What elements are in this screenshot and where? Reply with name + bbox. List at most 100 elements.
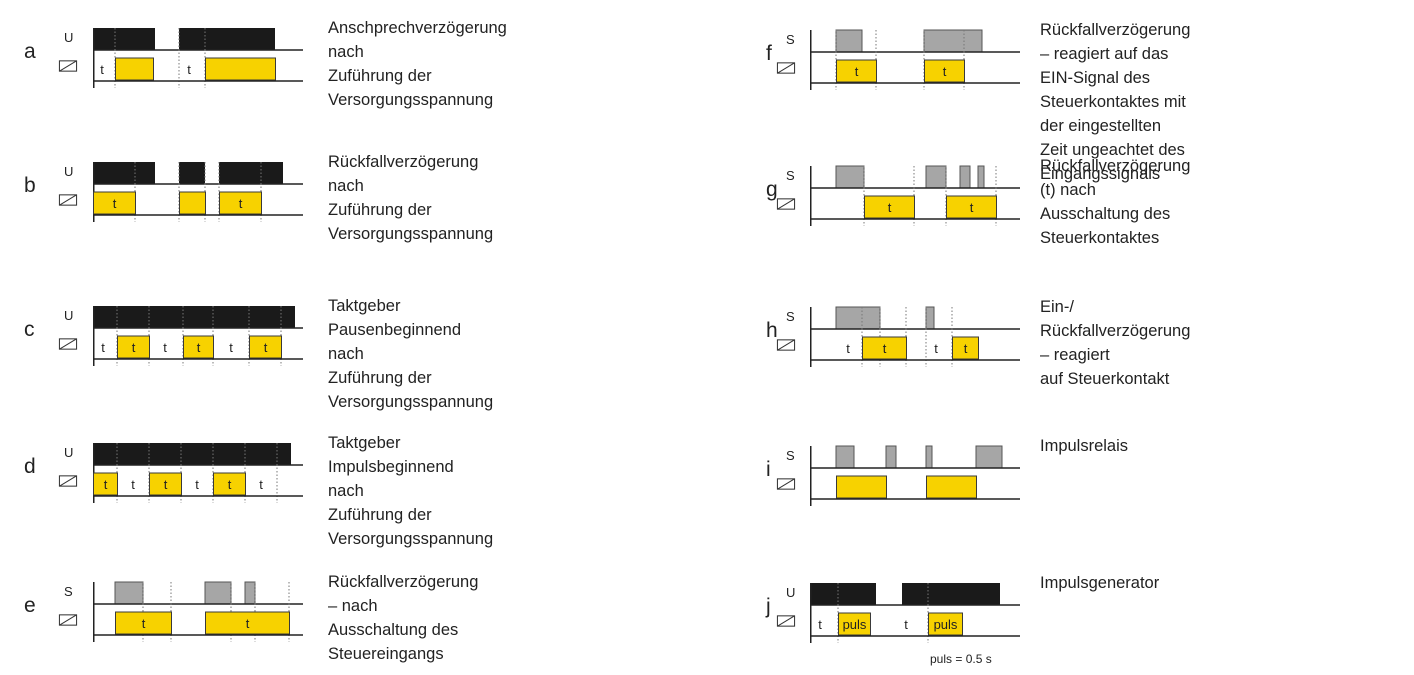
relay-output-pulse (928, 612, 963, 636)
relay-output-pulse (946, 195, 997, 219)
signal-label: S (786, 448, 795, 463)
function-description: Ein-/ Rückfallverzögerung – reagiert auf… (1040, 298, 1191, 388)
supply-voltage-pulse (219, 162, 283, 184)
control-signal-pulse (835, 29, 863, 53)
signal-label: U (64, 445, 74, 460)
delay-time-label: t (846, 341, 850, 356)
delay-time-label: t (904, 617, 908, 632)
timing-chart: puls puls t t (810, 583, 1020, 643)
delay-time-label: t (818, 617, 822, 632)
output-time-label: t (228, 477, 232, 492)
relay-output-pulse (838, 612, 871, 636)
delay-time-label: t (100, 62, 104, 77)
function-description: Impulsgenerator (1040, 574, 1160, 592)
output-time-label: t (104, 477, 108, 492)
output-time-label: t (964, 341, 968, 356)
delay-time-label: t (259, 477, 263, 492)
function-letter: b (24, 174, 36, 197)
delay-time-label: t (934, 341, 938, 356)
output-time-label: t (883, 341, 887, 356)
control-signal-pulse (835, 306, 881, 330)
relay-output-pulse (93, 191, 136, 215)
supply-voltage-pulse (179, 162, 205, 184)
relay-output-pulse (836, 59, 877, 83)
output-time-label: t (246, 616, 250, 631)
control-signal-pulse (959, 165, 971, 189)
relay-coil-icon (776, 615, 796, 627)
function-description: Rückfallverzögerung – reagiert auf das E… (1040, 21, 1191, 183)
relay-coil-icon (58, 614, 78, 626)
supply-voltage-pulse (902, 583, 1000, 605)
control-signal-pulse (925, 165, 947, 189)
control-signal-pulse (977, 165, 985, 189)
control-signal-pulse (885, 445, 897, 469)
relay-coil-icon (58, 194, 78, 206)
control-signal-pulse (204, 581, 232, 605)
function-letter: i (766, 458, 771, 481)
signal-label: U (64, 308, 74, 323)
signal-label: U (786, 585, 796, 600)
supply-voltage-pulse (93, 28, 155, 50)
relay-output-pulse (862, 336, 907, 360)
function-description: Taktgeber Impulsbeginnend nach Zuführung… (328, 434, 494, 548)
supply-voltage-pulse (93, 162, 155, 184)
relay-output-pulse (117, 335, 150, 359)
function-letter: g (766, 178, 778, 201)
output-time-label: puls (934, 617, 958, 632)
timing-chart (810, 445, 1020, 506)
signal-label: S (786, 309, 795, 324)
relay-output-pulse (179, 191, 206, 215)
relay-output-pulse (115, 611, 172, 635)
output-time-label: t (132, 340, 136, 355)
output-time-label: t (142, 616, 146, 631)
relay-output-pulse (926, 475, 977, 499)
function-letter: e (24, 594, 36, 617)
output-time-label: t (888, 200, 892, 215)
signal-label: S (786, 32, 795, 47)
relay-output-pulse (183, 335, 214, 359)
puls-footnote: puls = 0.5 s (930, 652, 992, 666)
relay-output-pulse (864, 195, 915, 219)
relay-output-pulse (836, 475, 887, 499)
control-signal-pulse (835, 445, 855, 469)
delay-time-label: t (131, 477, 135, 492)
relay-coil-icon (58, 475, 78, 487)
supply-voltage-pulse (179, 28, 275, 50)
relay-output-pulse (249, 335, 282, 359)
supply-voltage-pulse (93, 306, 295, 328)
relay-output-pulse (952, 336, 979, 360)
delay-time-label: t (187, 62, 191, 77)
output-time-label: t (970, 200, 974, 215)
output-time-label: puls (843, 617, 867, 632)
function-description: Rückfallverzögerung (t) nach Ausschaltun… (1040, 157, 1191, 247)
output-time-label: t (113, 196, 117, 211)
function-description: Rückfallverzögerung – nach Ausschaltung … (328, 573, 479, 663)
delay-time-label: t (195, 477, 199, 492)
function-letter: a (24, 40, 36, 63)
function-description: Anschprechverzögerung nach Zuführung der… (328, 19, 507, 109)
relay-coil-icon (776, 198, 796, 210)
relay-output-pulse (149, 472, 182, 496)
relay-coil-icon (776, 339, 796, 351)
function-description: Rückfallverzögerung nach Zuführung der V… (328, 153, 494, 243)
delay-time-label: t (229, 340, 233, 355)
control-signal-pulse (244, 581, 256, 605)
relay-coil-icon (58, 60, 78, 72)
supply-voltage-pulse (810, 583, 876, 605)
delay-time-label: t (101, 340, 105, 355)
function-letter: f (766, 42, 772, 65)
relay-output-pulse (205, 611, 290, 635)
relay-output-pulse (93, 472, 118, 496)
relay-coil-icon (776, 478, 796, 490)
output-time-label: t (943, 64, 947, 79)
output-time-label: t (855, 64, 859, 79)
function-letter: h (766, 319, 778, 342)
relay-coil-icon (58, 338, 78, 350)
signal-label: U (64, 164, 74, 179)
relay-coil-icon (776, 62, 796, 74)
